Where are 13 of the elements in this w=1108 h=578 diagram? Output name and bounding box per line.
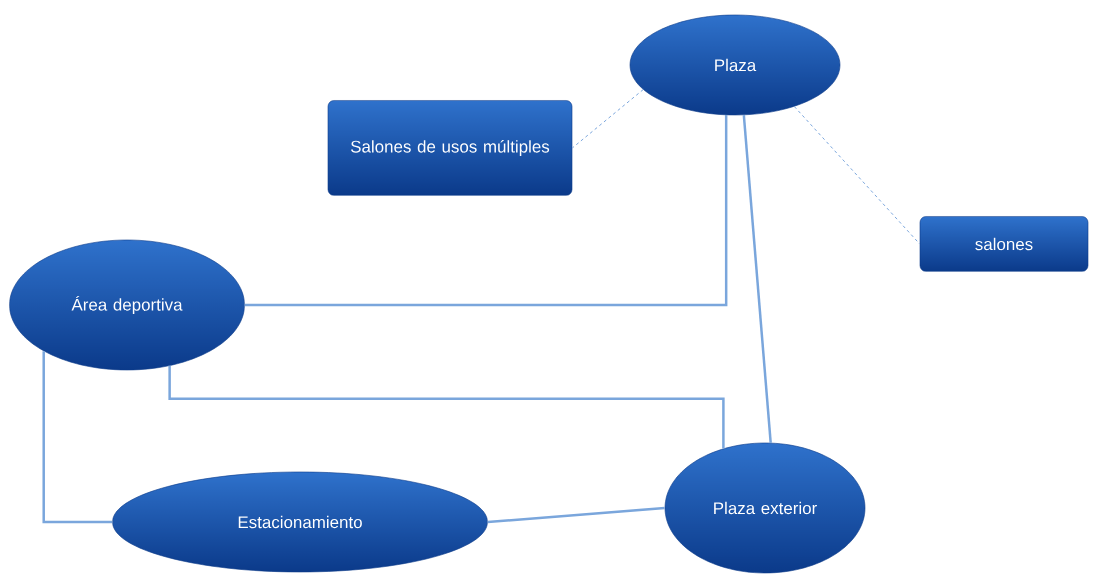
- ellipse-node: Área deportiva: [9, 239, 245, 371]
- rounded-box: Salones de usos múltiples: [327, 100, 573, 196]
- dashed-line: [793, 106, 921, 245]
- rounded-box: salones: [919, 216, 1089, 272]
- connector-line: [742, 115, 772, 443]
- dashed-line: [571, 89, 644, 149]
- connector-line: [244, 115, 728, 307]
- connector-line: [168, 365, 725, 449]
- ellipse-node: Plaza exterior: [664, 442, 866, 574]
- ellipse-node: Estacionamiento: [112, 471, 488, 573]
- ellipse-node: Plaza: [629, 14, 841, 116]
- connector-line: [487, 506, 665, 524]
- connector-line: [42, 351, 113, 524]
